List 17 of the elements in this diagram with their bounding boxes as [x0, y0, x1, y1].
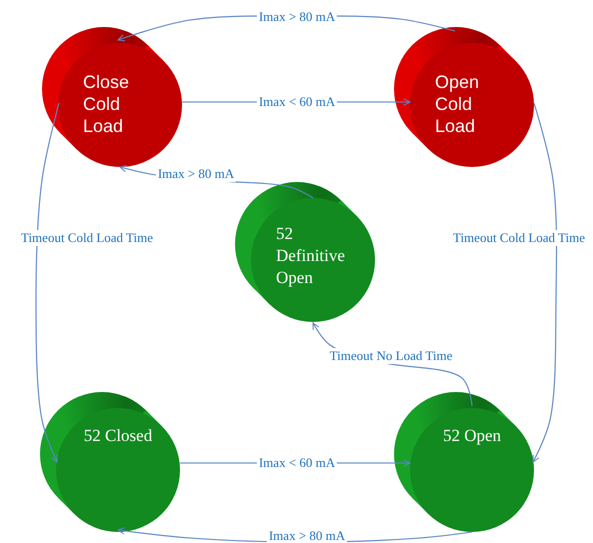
- edge-label: Imax > 80 mA: [266, 528, 348, 543]
- cylinder-state: [40, 392, 180, 532]
- cylinder-state: [394, 392, 534, 532]
- state-label: 52 Open: [442, 425, 502, 447]
- state-label: Open Cold Load: [435, 71, 480, 137]
- edge-label: Timeout Cold Load Time: [18, 230, 156, 246]
- state-label: 52 Closed: [82, 425, 154, 447]
- transition-arrow: [35, 102, 60, 462]
- edge-label: Timeout No Load Time: [328, 348, 454, 364]
- transition-arrow: [532, 102, 558, 462]
- cylinder-state: [42, 27, 182, 167]
- cylinder-state: [235, 182, 375, 322]
- state-label: 52 Definitive Open: [276, 223, 346, 289]
- edge-label: Imax > 80 mA: [156, 166, 236, 182]
- cylinder-state: [394, 27, 534, 167]
- edge-label: Timeout Cold Load Time: [450, 230, 588, 246]
- state-label: Close Cold Load: [83, 71, 130, 137]
